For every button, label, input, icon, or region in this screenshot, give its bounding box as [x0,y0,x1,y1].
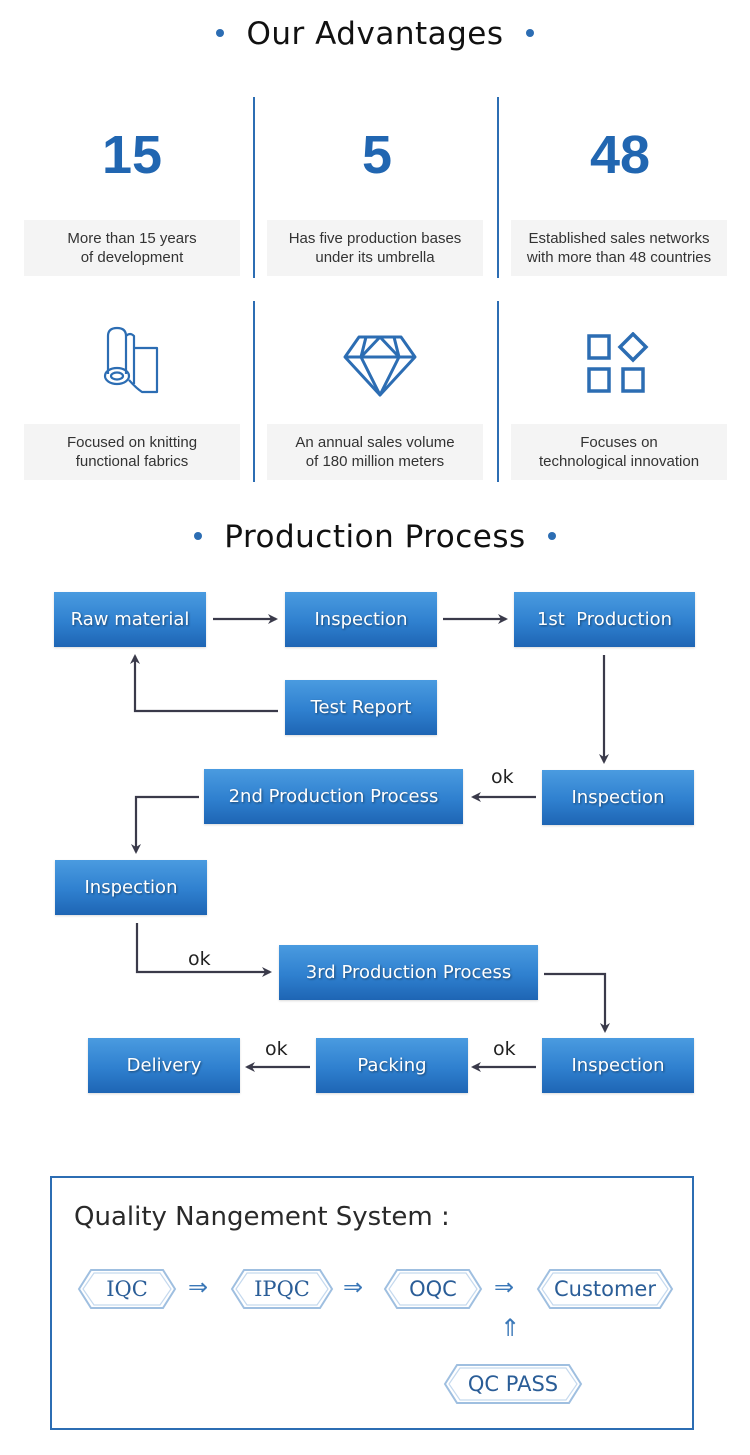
bullet-dot [525,28,534,37]
process-title: Production Process [224,519,526,555]
stat-card: Has five production bases under its umbr… [267,220,483,276]
step-3rd-production: 3rd Production Process [279,945,538,1000]
column-divider [253,97,255,278]
fabric-roll-icon [103,326,159,394]
diamond-icon [343,335,417,397]
stat-value-countries: 48 [589,125,651,185]
feature-card: Focuses on technological innovation [511,424,727,480]
ok-label: ok [265,1038,288,1060]
stat-value-bases: 5 [361,125,393,185]
arrow-2nd-to-inspection [131,795,199,854]
arrow-3rd-to-inspection [544,972,610,1033]
arrow-inspection-to-3rd [135,923,272,977]
bullet-dot [547,531,556,540]
step-inspection: Inspection [55,860,207,915]
arrow-test-report-to-raw [130,654,278,713]
hexagon-frame [536,1269,674,1309]
stage-iqc: IQC [77,1268,177,1310]
step-packing: Packing [316,1038,468,1093]
flow-connectors [130,614,610,1072]
column-divider [497,97,499,278]
advantages-title: Our Advantages [246,16,504,52]
ok-label: ok [493,1038,516,1060]
feature-card: Focused on knitting functional fabrics [24,424,240,480]
step-test-report: Test Report [285,680,437,735]
stat-value-years: 15 [101,125,163,185]
quality-system-title: Quality Nangement System : [74,1202,450,1232]
stage-oqc: OQC [383,1268,483,1310]
bullet-dot [216,28,225,37]
step-delivery: Delivery [88,1038,240,1093]
process-heading: Production Process [0,519,750,555]
blocks-icon [587,332,649,393]
ok-label: ok [188,948,211,970]
step-1st-production: 1st Production [514,592,695,647]
hexagon-frame [230,1269,334,1309]
hexagon-frame [77,1269,177,1309]
stage-ipqc: IPQC [230,1268,334,1310]
hexagon-frame [383,1269,483,1309]
double-arrow-right-icon: ⇒ [188,1273,209,1301]
stage-customer: Customer [536,1268,674,1310]
feature-card: An annual sales volume of 180 million me… [267,424,483,480]
step-raw-material: Raw material [54,592,206,647]
step-2nd-production: 2nd Production Process [204,769,463,824]
quality-system-panel [50,1176,694,1430]
bullet-dot [194,531,203,540]
ok-label: ok [491,766,514,788]
stat-card: More than 15 years of development [24,220,240,276]
step-inspection: Inspection [285,592,437,647]
double-arrow-right-icon: ⇒ [494,1273,515,1301]
advantages-heading: Our Advantages [0,16,750,52]
hexagon-frame [443,1364,583,1404]
step-inspection: Inspection [542,770,694,825]
column-divider [253,301,255,482]
step-inspection: Inspection [542,1038,694,1093]
column-divider [497,301,499,482]
double-arrow-right-icon: ⇒ [343,1273,364,1301]
stat-card: Established sales networks with more tha… [511,220,727,276]
stage-qc-pass: QC PASS [443,1363,583,1405]
double-arrow-up-icon: ⇑ [500,1314,521,1342]
